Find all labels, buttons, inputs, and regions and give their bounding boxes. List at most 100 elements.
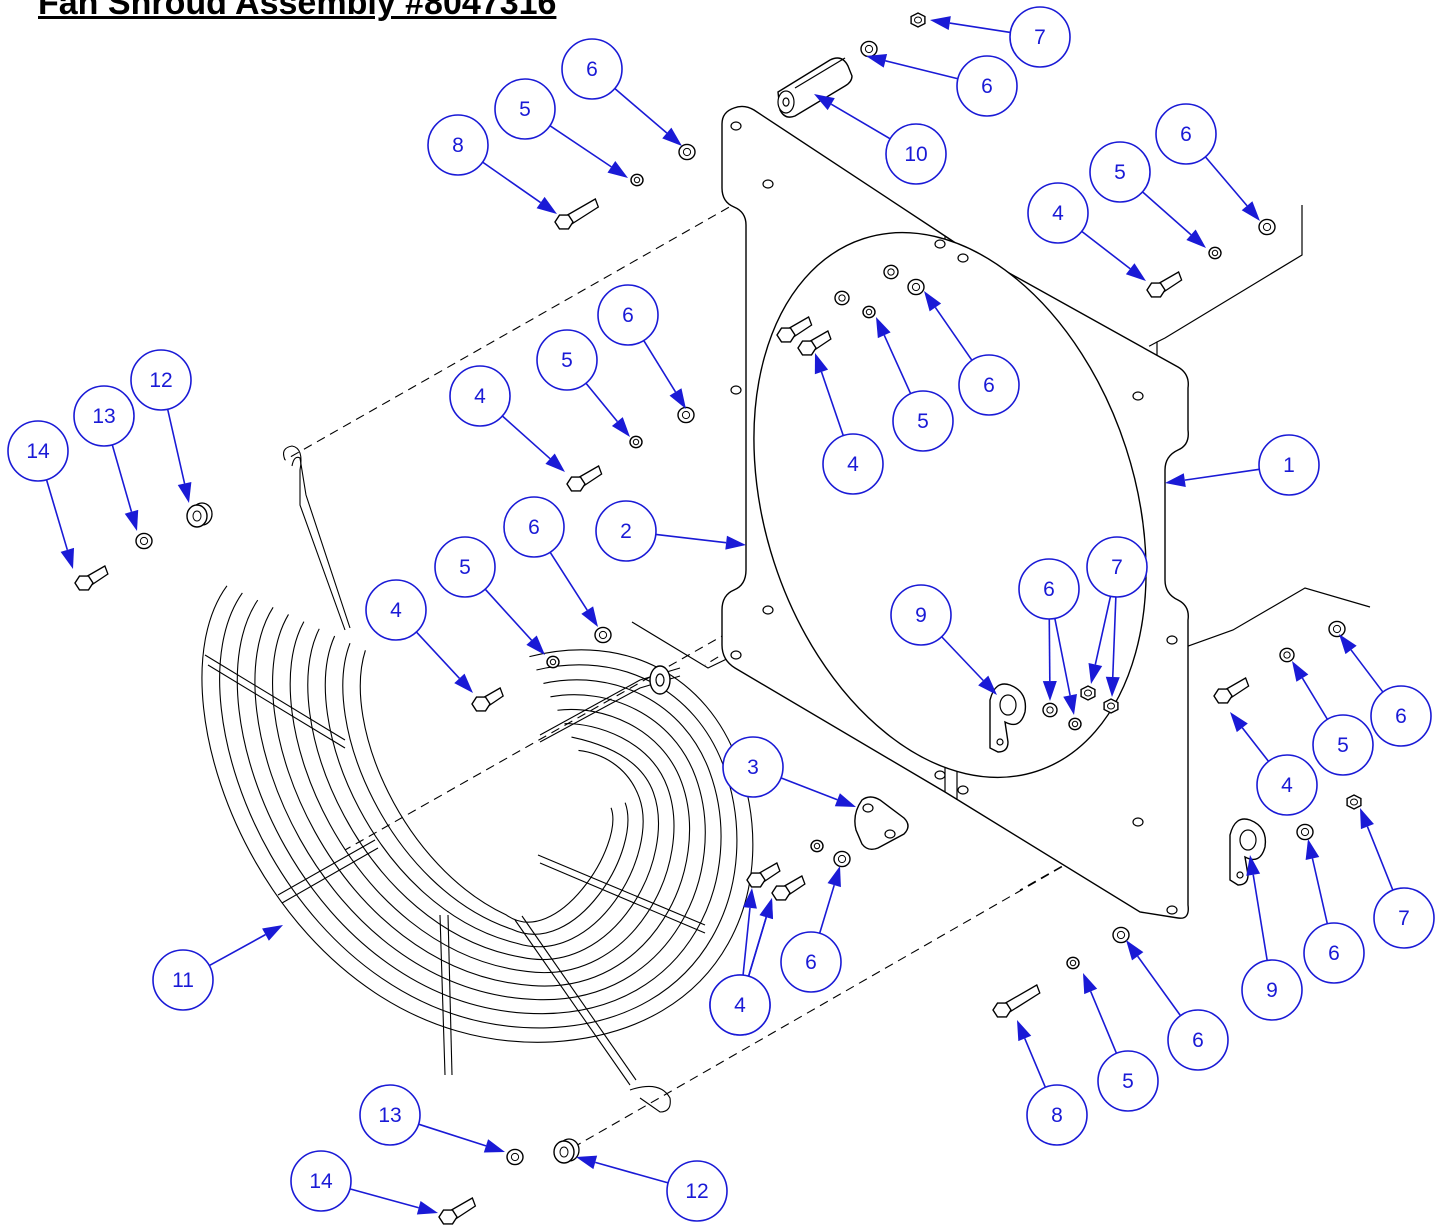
callout-number: 5: [1122, 1070, 1134, 1093]
washer: [135, 532, 153, 550]
arrowhead: [725, 535, 746, 550]
arrowhead: [1230, 712, 1248, 733]
callout-4: 4: [449, 365, 565, 472]
callout-number: 3: [747, 756, 759, 779]
callout-number: 1: [1283, 454, 1295, 477]
hex-bolt: [566, 465, 603, 492]
hex-nut: [910, 12, 926, 28]
hex-bolt: [1213, 677, 1250, 704]
hex-bolt: [771, 875, 806, 901]
callout-circle: [1256, 754, 1318, 816]
callout-number: 11: [172, 969, 194, 992]
fan-guard: [201, 445, 754, 1113]
callout-number: 5: [519, 98, 531, 121]
arrowhead: [978, 675, 997, 695]
callout-9: 9: [1241, 855, 1303, 1021]
callout-number: 7: [1034, 26, 1046, 49]
callout-4: 4: [709, 898, 773, 1036]
callout-number: 4: [1052, 202, 1064, 225]
callout-circle: [427, 114, 489, 176]
hex-nut: [1103, 698, 1119, 714]
arrowhead: [611, 417, 630, 437]
washer: [1068, 717, 1082, 731]
leader-line: [45, 479, 69, 551]
callout-circle: [885, 123, 947, 185]
shoulder-screw: [438, 1197, 477, 1225]
leader-line: [482, 161, 542, 204]
arrowhead: [576, 1155, 598, 1170]
washer: [1112, 926, 1130, 944]
arrowhead: [526, 635, 545, 655]
callout-number: 7: [1111, 556, 1123, 579]
callout-5: 5: [434, 536, 545, 655]
callout-circle: [130, 349, 192, 411]
washer: [907, 278, 925, 296]
arrowhead: [1125, 263, 1146, 281]
leader-line: [1252, 874, 1268, 961]
washer: [860, 40, 878, 58]
callout-circle: [1086, 536, 1148, 598]
washer: [594, 626, 612, 644]
washer: [677, 406, 695, 424]
leader-line: [1137, 955, 1182, 1017]
washer: [506, 1148, 524, 1166]
callout-circle: [561, 38, 623, 100]
callout-6: 6: [1126, 940, 1229, 1071]
leader-line: [830, 103, 891, 140]
callout-circle: [503, 496, 565, 558]
callout-number: 5: [561, 349, 573, 372]
callout-number: 13: [378, 1104, 401, 1127]
callout-6: 6: [1303, 839, 1365, 984]
clamp-clip: [1229, 818, 1267, 886]
leader-line: [1111, 596, 1117, 678]
callout-10: 10: [814, 94, 947, 185]
callout-12: 12: [130, 349, 192, 503]
arrowhead: [1088, 662, 1103, 684]
leader-line: [1048, 618, 1051, 682]
hex-bolt: [797, 330, 832, 356]
arrowhead: [1042, 680, 1057, 701]
leader-line: [1241, 727, 1270, 762]
arrowhead: [607, 161, 628, 178]
callout-circle: [1155, 103, 1217, 165]
callout-circle: [709, 974, 771, 1036]
callout-number: 8: [452, 134, 464, 157]
callout-circle: [1089, 141, 1151, 203]
leader-line: [1141, 191, 1192, 236]
leader-line: [1350, 649, 1384, 693]
shoulder-screw: [74, 565, 109, 591]
leader-line: [742, 907, 751, 976]
callout-circle: [892, 390, 954, 452]
leader-line: [949, 22, 1011, 34]
arrowhead: [1105, 676, 1120, 697]
arrowhead: [662, 127, 682, 146]
callout-circle: [780, 931, 842, 993]
callout-circle: [536, 329, 598, 391]
arrowhead: [759, 898, 773, 920]
arrowhead: [866, 54, 888, 68]
washer: [862, 305, 876, 319]
callout-number: 4: [734, 994, 746, 1017]
callout-13: 13: [359, 1084, 505, 1153]
callout-circle: [1303, 922, 1365, 984]
callout-circle: [1026, 1084, 1088, 1146]
leader-line: [1081, 230, 1131, 270]
hex-nut: [1080, 685, 1096, 701]
callout-circle: [1373, 887, 1435, 949]
callout-5: 5: [1089, 141, 1206, 248]
hex-nut: [1346, 794, 1362, 810]
callout-circle: [1167, 1009, 1229, 1071]
callout-number: 6: [1043, 578, 1055, 601]
callout-8: 8: [427, 114, 557, 214]
callout-number: 5: [1114, 161, 1126, 184]
arrowhead: [124, 509, 139, 531]
arrowhead: [1017, 1020, 1032, 1042]
callout-circle: [666, 1160, 728, 1222]
arrowhead: [262, 925, 283, 941]
leader-line: [1204, 156, 1248, 207]
callout-circle: [494, 78, 556, 140]
callout-5: 5: [1083, 973, 1159, 1112]
leader-line: [1311, 858, 1329, 924]
hardware-group: [74, 12, 1362, 1225]
